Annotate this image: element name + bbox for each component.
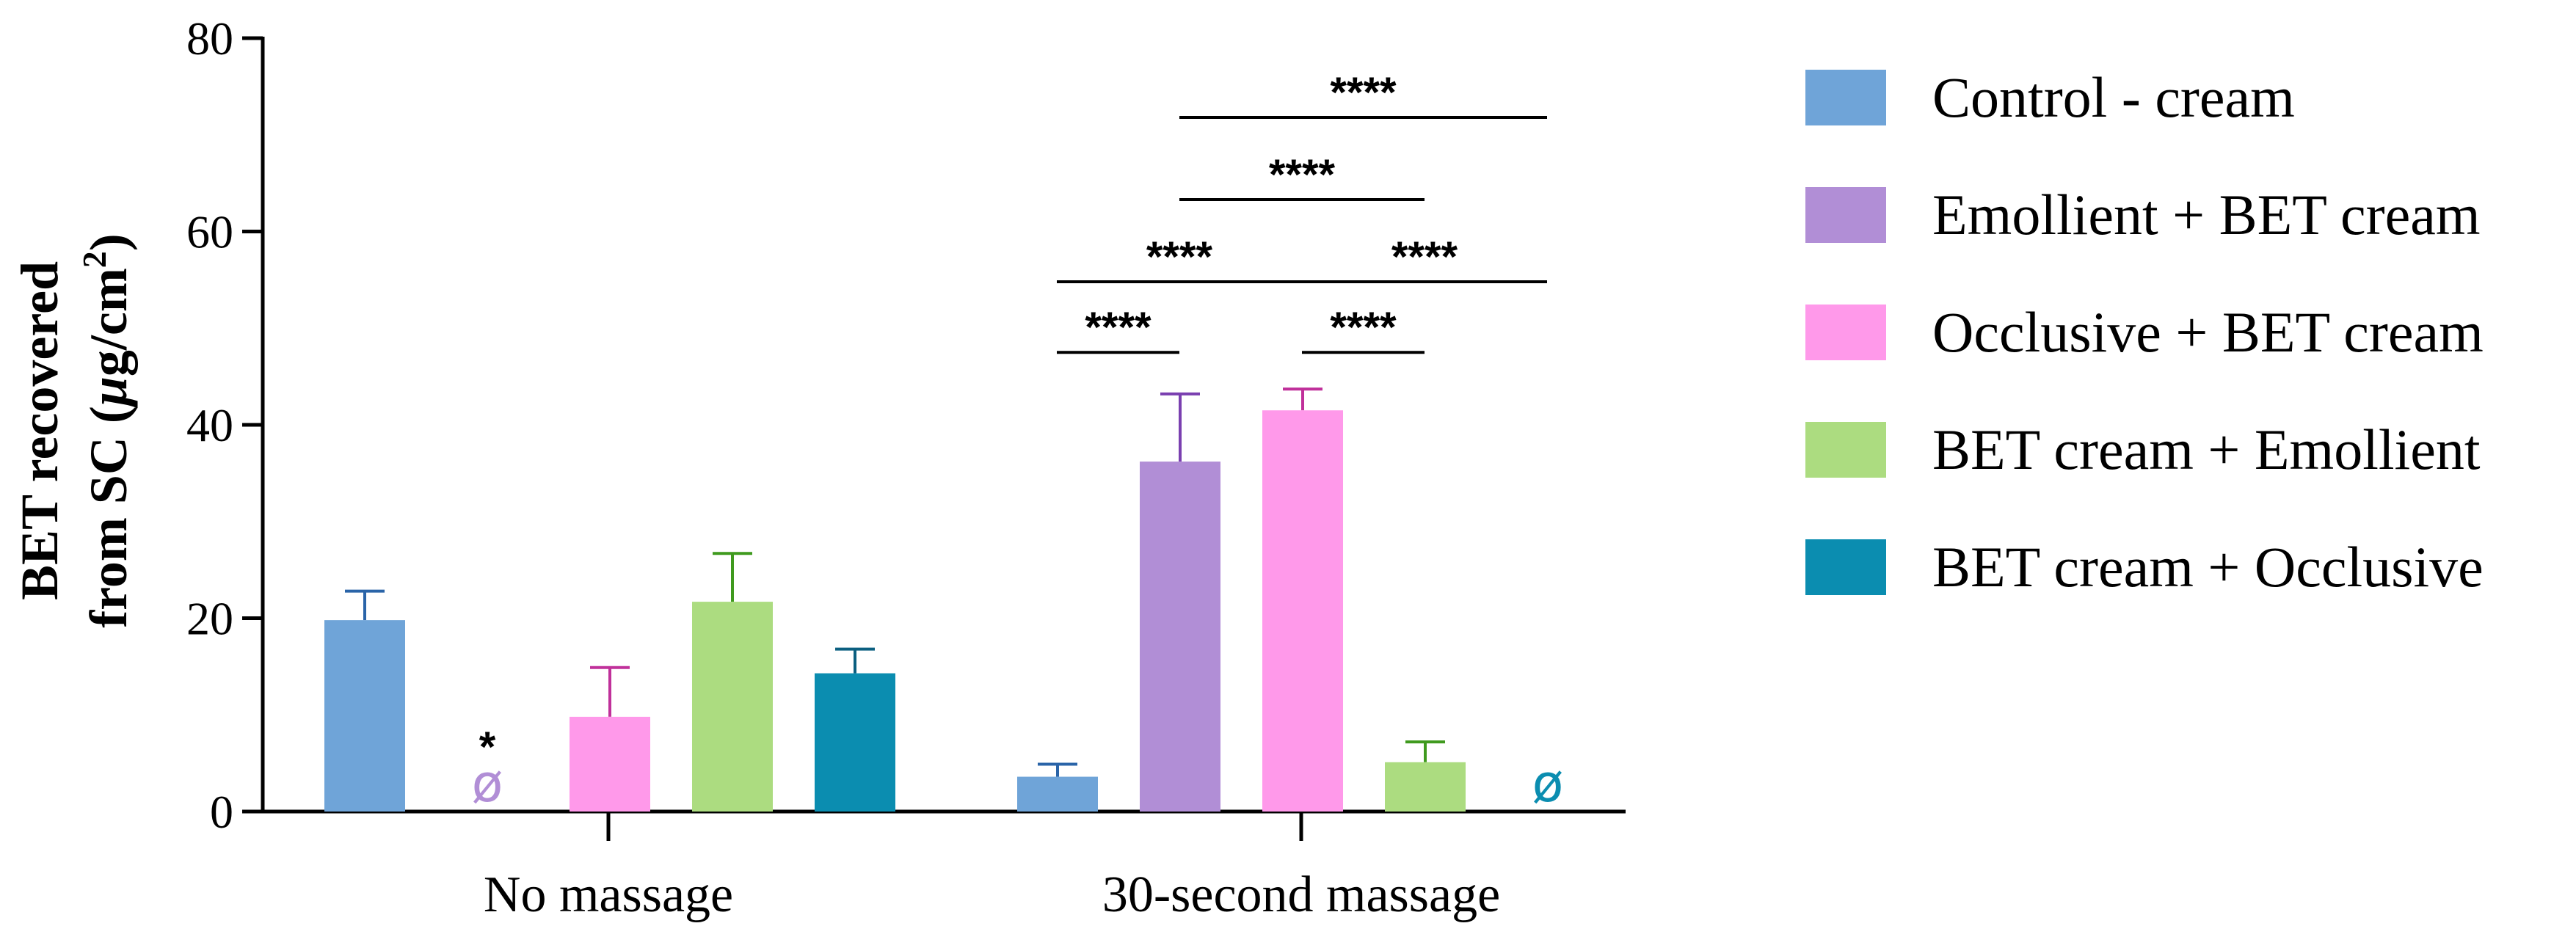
legend-swatch [1805,70,1886,125]
significance-label: **** [1146,233,1213,281]
bar [1385,762,1466,812]
null-marker: ø [472,754,503,814]
y-tick-label: 60 [186,206,233,258]
y-axis-label-unit: g/cm [79,268,138,376]
legend-label: Occlusive + BET cream [1932,300,2484,364]
x-category-label: No massage [484,867,733,923]
null-marker: ø [1532,754,1564,814]
significance-label: **** [1391,233,1458,281]
y-axis-label-line1: BET recovered [10,261,69,600]
legend-swatch [1805,187,1886,243]
y-axis-label: BET recovered from SC (μg/cm2) [10,233,138,628]
significance-brackets: **** **** **** **** **** **** [1057,69,1547,354]
bar [692,602,773,812]
legend-label: BET cream + Occlusive [1932,535,2484,599]
legend-swatch [1805,539,1886,595]
significance-label: **** [1330,69,1397,117]
y-tick-label: 40 [186,399,233,451]
bar [570,716,650,812]
bar [1017,776,1098,812]
bar [1140,462,1220,812]
legend-label: Control - cream [1932,65,2295,129]
y-axis-label-close: ) [79,233,138,251]
x-category-label: 30-second massage [1102,867,1500,923]
y-axis-label-line2: from SC (μg/cm2) [76,233,138,628]
legend-label: Emollient + BET cream [1932,183,2481,247]
y-axis-label-prefix: from SC ( [79,406,138,628]
legend-swatch [1805,305,1886,360]
axes: 0 20 40 60 80 No massage 30-second massage [186,12,1626,923]
significance-star: * [479,723,496,771]
y-tick-label: 0 [210,786,233,838]
y-tick-label: 20 [186,593,233,645]
significance-label: **** [1269,151,1336,199]
y-axis-label-sup: 2 [76,251,113,268]
legend-label: BET cream + Emollient [1932,418,2481,481]
significance-label: **** [1085,304,1151,351]
significance-label: **** [1330,304,1397,351]
bar [324,620,405,812]
y-axis-label-mu: μ [79,376,138,409]
bar [815,673,895,812]
legend-swatch [1805,422,1886,478]
y-tick-label: 80 [186,12,233,65]
bar [1262,410,1343,812]
